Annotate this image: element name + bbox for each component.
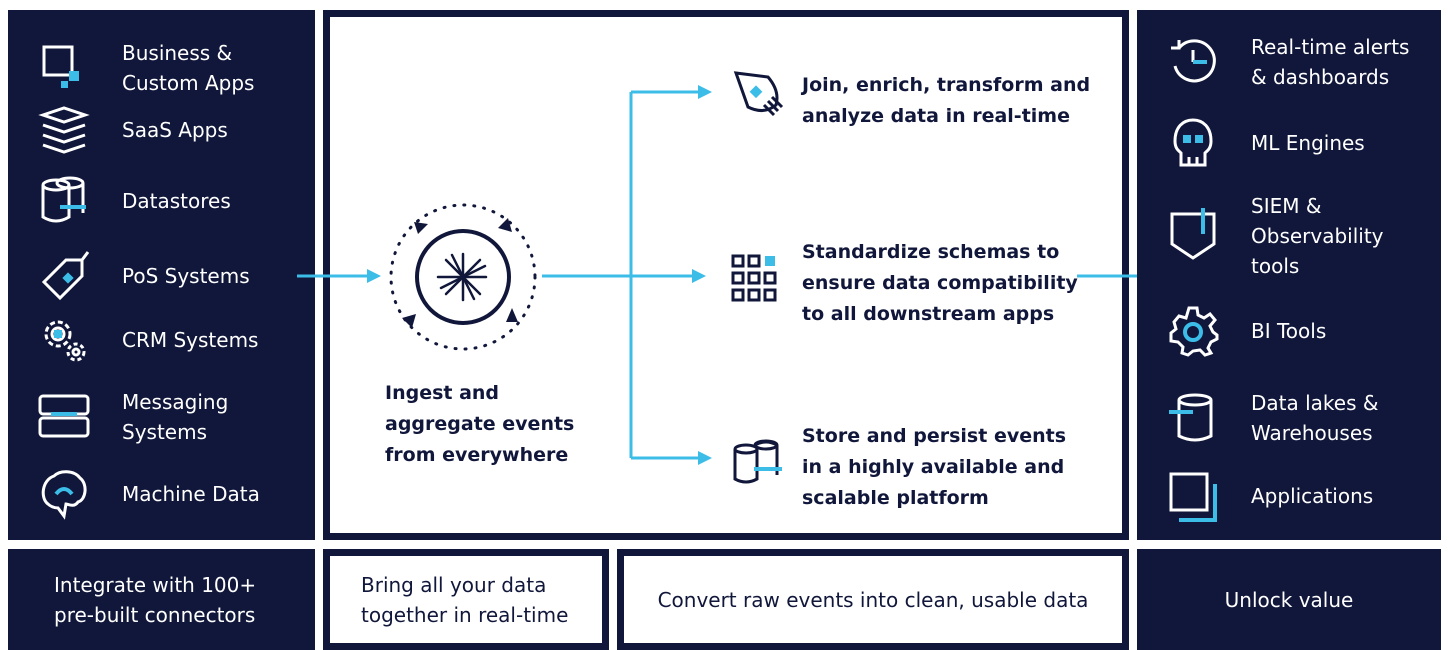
source-label: CRM Systems [122, 328, 259, 352]
source-crm-systems: CRM Systems [36, 312, 316, 368]
clock-icon [1165, 34, 1221, 90]
destination-label: BI Tools [1251, 319, 1327, 343]
destination-alerts: Real-time alerts & dashboards [1165, 32, 1449, 92]
price-tag-icon [36, 248, 92, 304]
flow-lines [542, 85, 712, 465]
layers-icon [36, 102, 92, 158]
input-arrow [297, 269, 381, 283]
sources-panel: Business & Custom Apps SaaS Apps Datasto… [8, 10, 315, 540]
hub-label: Ingest and aggregate events from everywh… [385, 382, 575, 466]
source-machine-data: Machine Data [36, 466, 316, 522]
shield-icon [1165, 208, 1221, 264]
caption-convert: Convert raw events into clean, usable da… [617, 549, 1129, 650]
server-icon [36, 389, 92, 445]
caption-unlock: Unlock value [1137, 549, 1441, 650]
brain-icon [36, 466, 92, 522]
app-window-icon [36, 40, 92, 96]
source-business-apps: Business & Custom Apps [36, 38, 316, 98]
destination-siem: SIEM & Observability tools [1165, 191, 1449, 281]
gear-icon [1165, 303, 1221, 359]
destinations-panel: Real-time alerts & dashboards ML Engines… [1137, 10, 1441, 540]
skull-icon [1165, 115, 1221, 171]
source-datastores: Datastores [36, 173, 316, 229]
source-label: SaaS Apps [122, 118, 228, 142]
destination-label: Real-time alerts & dashboards [1251, 35, 1410, 89]
source-messaging-systems: Messaging Systems [36, 387, 316, 447]
event-hub-icon [388, 202, 538, 352]
destination-ml-engines: ML Engines [1165, 115, 1449, 171]
window-icon [1165, 468, 1221, 524]
grid-icon [730, 253, 786, 309]
source-label: Messaging Systems [122, 390, 229, 444]
destination-applications: Applications [1165, 468, 1449, 524]
destination-label: Data lakes & Warehouses [1251, 391, 1379, 445]
destination-bi-tools: BI Tools [1165, 303, 1449, 359]
step-label: Join, enrich, transform and analyze data… [802, 74, 1091, 127]
rocket-icon [730, 67, 786, 123]
source-label: Business & Custom Apps [122, 41, 255, 95]
destination-label: ML Engines [1251, 131, 1365, 155]
gears-icon [36, 312, 92, 368]
source-label: Machine Data [122, 482, 260, 506]
storage-icon [730, 435, 786, 491]
step-label: Standardize schemas to ensure data compa… [802, 241, 1078, 325]
source-label: PoS Systems [122, 264, 250, 288]
platform-panel: Ingest and aggregate events from everywh… [323, 10, 1129, 540]
source-pos-systems: PoS Systems [36, 248, 316, 304]
database-icon [36, 173, 92, 229]
source-label: Datastores [122, 189, 231, 213]
destination-label: SIEM & Observability tools [1251, 194, 1384, 278]
destination-data-lakes: Data lakes & Warehouses [1165, 388, 1449, 448]
source-saas-apps: SaaS Apps [36, 102, 316, 158]
caption-bring: Bring all your data together in real-tim… [323, 549, 609, 650]
caption-integrate: Integrate with 100+ pre-built connectors [8, 549, 315, 650]
destination-label: Applications [1251, 484, 1374, 508]
step-label: Store and persist events in a highly ava… [802, 425, 1067, 509]
cylinder-icon [1165, 390, 1221, 446]
